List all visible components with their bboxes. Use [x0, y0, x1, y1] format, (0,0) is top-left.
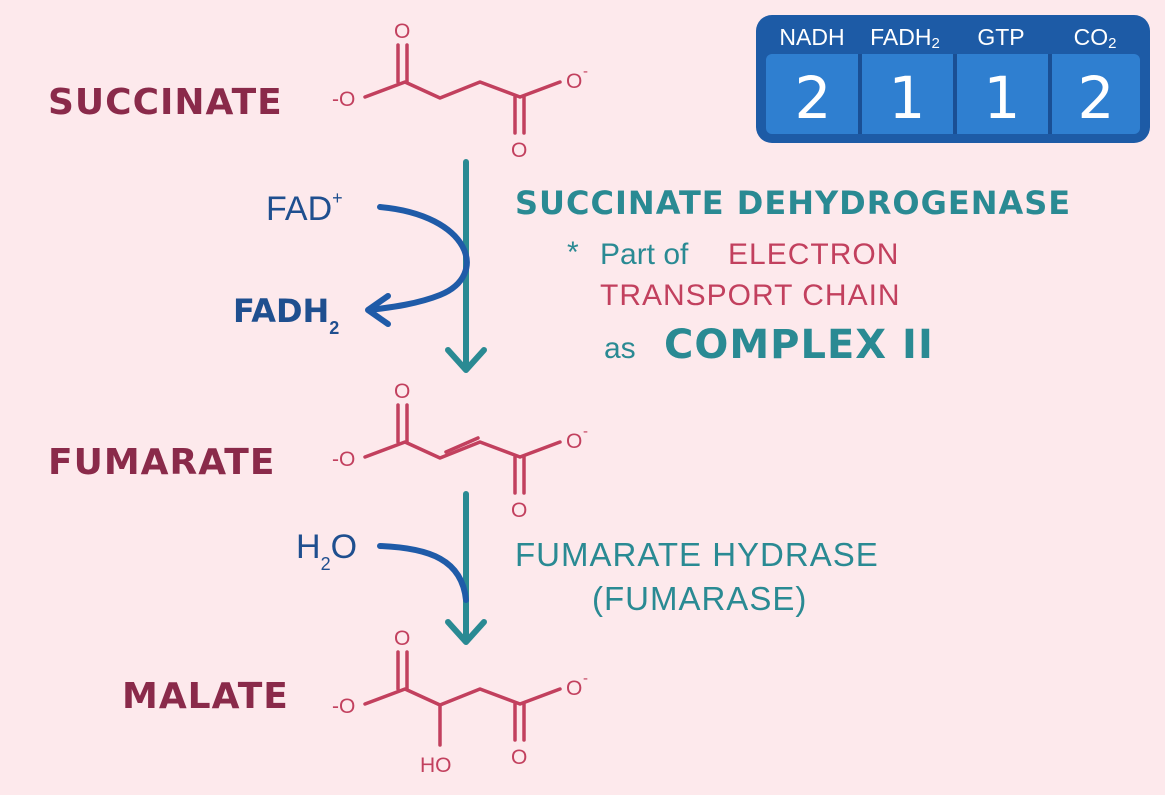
enzyme-fumarate-hydrase: FUMARATE HYDRASE: [515, 536, 879, 573]
yield-tally-box: NADH FADH2 GTP CO2 2 1 1 2: [756, 15, 1150, 143]
fumarate-row: FUMARATE -O O O O -: [48, 380, 588, 522]
tally-value-co2: 2: [1078, 64, 1115, 132]
note-electron: ELECTRON: [728, 238, 899, 271]
atom-charge-minus: -: [583, 63, 588, 80]
note-transport-chain: TRANSPORT CHAIN: [600, 279, 901, 312]
atom-hydroxyl: HO: [420, 754, 452, 777]
cofactor-curved-arrow: [367, 204, 470, 313]
compound-label-malate: MALATE: [122, 676, 289, 717]
carbon-chain-bond: [363, 80, 562, 100]
note-asterisk-icon: *: [567, 236, 579, 269]
enzyme-fumarase-alt-name: (FUMARASE): [592, 580, 807, 617]
atom-oxygen-bottom: O: [511, 139, 527, 162]
malate-row: MALATE -O O HO O O -: [122, 627, 588, 777]
fumarate-structure: -O O O O -: [332, 380, 588, 522]
complex-ii-note: * Part of ELECTRON TRANSPORT CHAIN as CO…: [567, 236, 934, 368]
malate-structure: -O O HO O O -: [332, 627, 588, 777]
atom-oxygen-bottom: O: [511, 499, 527, 522]
atom-oxygen-right: O: [566, 677, 582, 700]
atom-oxygen-top: O: [394, 20, 410, 43]
succinate-structure: -O O O O -: [332, 20, 588, 162]
step2-arrows: [377, 491, 487, 645]
tally-header-gtp: GTP: [977, 24, 1024, 50]
alkene-double-bond: [444, 436, 480, 454]
enzyme-succinate-dehydrogenase: SUCCINATE DEHYDROGENASE: [515, 184, 1071, 222]
water-curved-arrow: [377, 543, 469, 603]
atom-oxygen-top: O: [394, 627, 410, 650]
carbon-chain-bond: [363, 687, 562, 707]
reaction-arrowhead: [445, 347, 487, 373]
atom-oxygen-right: O: [566, 70, 582, 93]
atom-anion-left: -O: [332, 88, 355, 111]
tally-value-fadh2: 1: [889, 64, 926, 132]
atom-charge-minus: -: [583, 670, 588, 687]
compound-label-fumarate: FUMARATE: [48, 442, 275, 483]
note-part-of: Part of: [600, 238, 689, 271]
cofactor-arrowhead: [365, 293, 391, 327]
atom-oxygen-bottom: O: [511, 746, 527, 769]
tally-header-co2: CO2: [1074, 24, 1117, 52]
reactant-water: H2O: [296, 528, 357, 574]
reaction-arrowhead: [445, 619, 487, 645]
succinate-row: SUCCINATE -O O O O -: [48, 20, 588, 162]
tally-value-gtp: 1: [984, 64, 1021, 132]
step1-arrows: [365, 159, 487, 373]
note-as: as: [604, 332, 636, 365]
carbon-chain-bond: [363, 440, 562, 460]
atom-oxygen-top: O: [394, 380, 410, 403]
tally-value-nadh: 2: [795, 64, 832, 132]
cofactor-fadh2: FADH2: [233, 292, 339, 338]
atom-anion-left: -O: [332, 695, 355, 718]
atom-oxygen-right: O: [566, 430, 582, 453]
atom-anion-left: -O: [332, 448, 355, 471]
compound-label-succinate: SUCCINATE: [48, 82, 283, 123]
tally-header-nadh: NADH: [779, 24, 844, 50]
cofactor-fad: FAD+: [266, 188, 343, 228]
tally-header-fadh2: FADH2: [870, 24, 940, 52]
note-complex-ii: COMPLEX II: [664, 322, 934, 368]
atom-charge-minus: -: [583, 423, 588, 440]
